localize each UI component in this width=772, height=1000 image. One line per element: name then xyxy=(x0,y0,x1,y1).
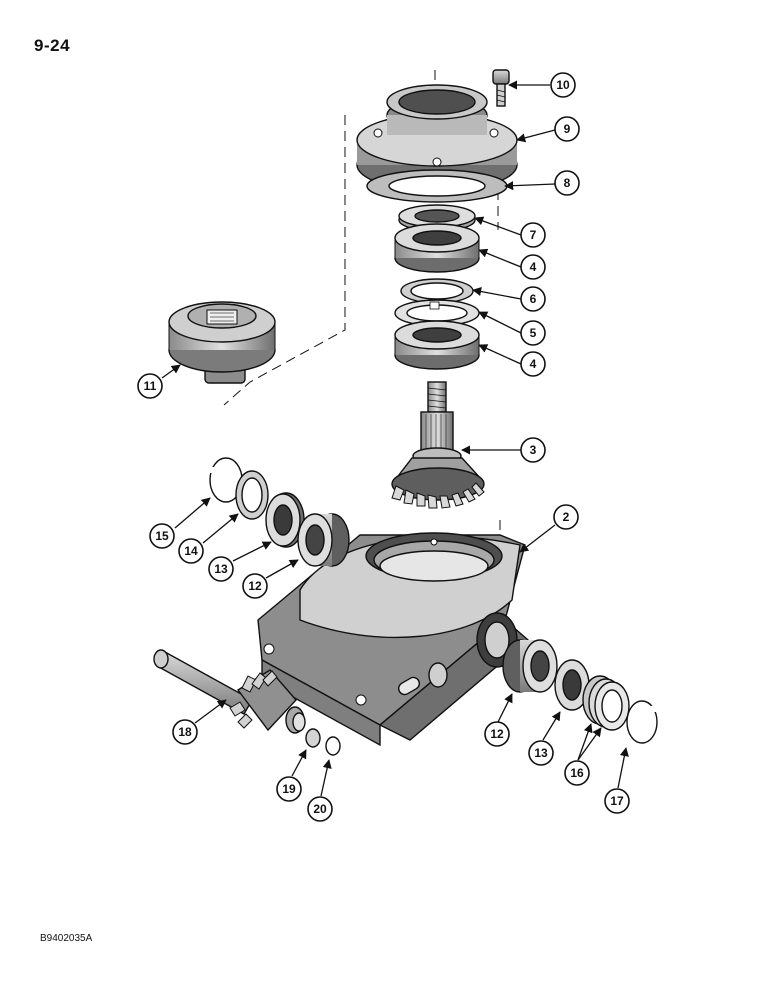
retaining-ring-part xyxy=(325,736,341,756)
svg-text:11: 11 xyxy=(144,379,157,393)
svg-text:13: 13 xyxy=(214,562,228,576)
left-washer-part xyxy=(235,470,269,520)
page-number: 9-24 xyxy=(34,36,71,55)
svg-text:2: 2 xyxy=(563,510,570,524)
left-bearing-part xyxy=(297,513,350,567)
svg-text:14: 14 xyxy=(184,544,198,558)
callout-7: 7 xyxy=(520,222,546,248)
svg-text:10: 10 xyxy=(556,78,570,92)
svg-text:9: 9 xyxy=(564,122,571,136)
callout-14: 14 xyxy=(178,538,204,564)
svg-text:8: 8 xyxy=(564,176,571,190)
svg-text:16: 16 xyxy=(570,766,584,780)
svg-text:12: 12 xyxy=(248,579,262,593)
svg-text:4: 4 xyxy=(530,357,537,371)
callout-13-right: 13 xyxy=(528,740,554,766)
right-snap-ring-part xyxy=(626,700,658,744)
flange-housing-part xyxy=(356,84,518,192)
callout-17: 17 xyxy=(604,788,630,814)
callout-10: 10 xyxy=(550,72,576,98)
svg-text:6: 6 xyxy=(530,292,537,306)
svg-text:19: 19 xyxy=(282,782,296,796)
drive-shaft-part xyxy=(153,649,306,734)
svg-text:20: 20 xyxy=(313,802,327,816)
callout-18: 18 xyxy=(172,719,198,745)
svg-text:4: 4 xyxy=(530,260,537,274)
hub-part xyxy=(168,301,276,384)
upper-bearing-part xyxy=(394,223,480,273)
callout-8: 8 xyxy=(554,170,580,196)
gasket-part xyxy=(366,169,508,203)
left-seal-part xyxy=(265,492,305,548)
right-shim-pack-part xyxy=(582,675,630,731)
callout-4-lower: 4 xyxy=(520,351,546,377)
svg-text:13: 13 xyxy=(534,746,548,760)
right-bearing-part xyxy=(502,639,558,693)
callout-12-right: 12 xyxy=(484,721,510,747)
callout-2: 2 xyxy=(553,504,579,530)
svg-text:7: 7 xyxy=(530,228,537,242)
callout-15: 15 xyxy=(149,523,175,549)
callout-20: 20 xyxy=(307,796,333,822)
pinion-shaft-part xyxy=(391,381,485,509)
shim-washer-part xyxy=(394,299,480,327)
callout-16: 16 xyxy=(564,760,590,786)
callout-12-left: 12 xyxy=(242,573,268,599)
figure-id: B9402035A xyxy=(40,933,93,944)
svg-text:5: 5 xyxy=(530,326,537,340)
callout-11: 11 xyxy=(137,373,163,399)
callout-13-left: 13 xyxy=(208,556,234,582)
right-seal-part xyxy=(554,659,590,711)
callout-3: 3 xyxy=(520,437,546,463)
gearbox-housing-part xyxy=(257,532,530,747)
small-bearing-part xyxy=(305,728,321,748)
bolt-part xyxy=(492,69,510,107)
svg-text:18: 18 xyxy=(178,725,192,739)
callout-4-upper: 4 xyxy=(520,254,546,280)
lower-bearing-part xyxy=(394,320,480,370)
svg-text:15: 15 xyxy=(155,529,169,543)
svg-text:17: 17 xyxy=(610,794,624,808)
svg-text:12: 12 xyxy=(490,727,504,741)
callout-5: 5 xyxy=(520,320,546,346)
callout-19: 19 xyxy=(276,776,302,802)
callout-6: 6 xyxy=(520,286,546,312)
callout-9: 9 xyxy=(554,116,580,142)
svg-text:3: 3 xyxy=(530,443,537,457)
leader-lines xyxy=(161,80,629,797)
